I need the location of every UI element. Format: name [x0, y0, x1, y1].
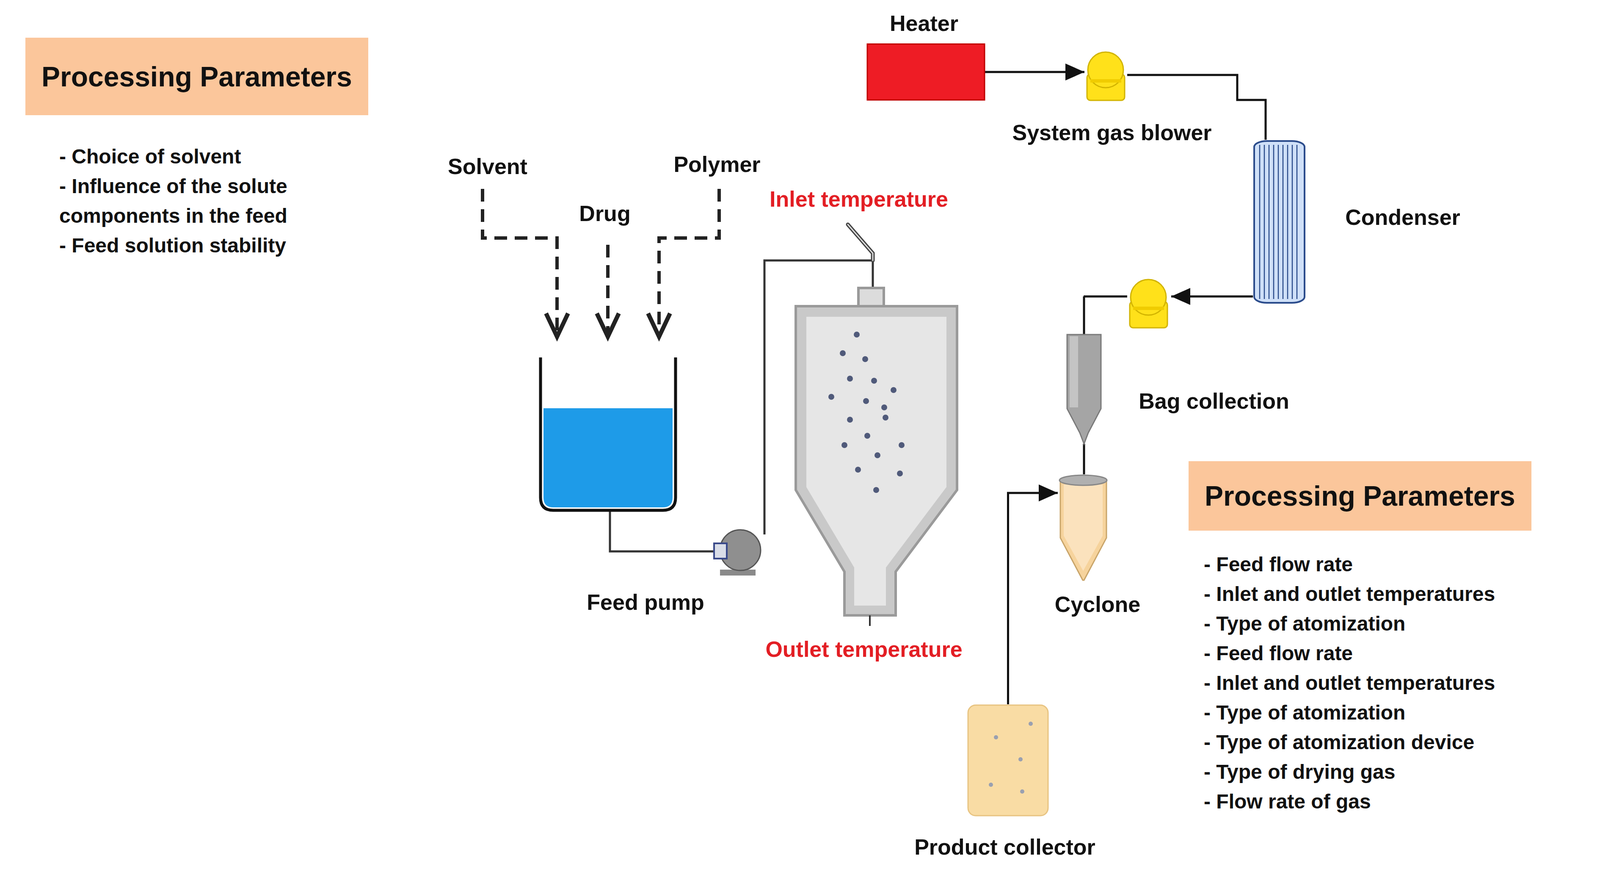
parameter-list: - Choice of solvent- Influence of the so… [59, 141, 390, 261]
feed-solution [543, 408, 673, 508]
parameter-item: - Feed flow rate [1203, 549, 1496, 580]
parameter-panel: Processing Parameters- Choice of solvent… [25, 37, 369, 116]
feed-beaker [540, 357, 676, 511]
cyclone-symbol [1057, 474, 1109, 582]
condenser-unit: Condenser [1252, 139, 1306, 304]
flow-connector [984, 71, 1085, 73]
drying-chamber [795, 287, 958, 626]
temperature-label: Outlet temperature [765, 635, 963, 663]
parameter-item: - Feed solution stability [59, 230, 390, 261]
component-label: Bag collection [1138, 387, 1289, 414]
cyclone-unit: Cyclone [1057, 474, 1109, 582]
parameter-item: - Inlet and outlet temperatures [1203, 667, 1496, 698]
parameter-item: - Feed flow rate [1203, 638, 1496, 668]
parameter-item: - Flow rate of gas [1203, 786, 1496, 817]
input-label: Solvent [447, 153, 528, 180]
component-label: Condenser [1345, 204, 1461, 231]
connector-line [984, 71, 1085, 74]
parameter-list: - Feed flow rate- Inlet and outlet tempe… [1203, 549, 1496, 817]
parameter-item: - Type of atomization [1203, 608, 1496, 639]
panel-heading: Processing Parameters [1204, 479, 1516, 512]
panel-heading: Processing Parameters [41, 60, 353, 93]
blower-symbol [1084, 47, 1128, 103]
blower-unit: System gas blower [1084, 47, 1128, 103]
parameter-item: - Choice of solvent [59, 141, 390, 172]
component-label: Feed pump [586, 588, 704, 616]
temperature-label: Inlet temperature [769, 185, 949, 213]
connector-line [1008, 492, 1059, 704]
bag-unit: Bag collection [1066, 334, 1102, 444]
parameter-item: - Type of atomization [1203, 697, 1496, 728]
feed-input-arrows [482, 188, 720, 337]
parameter-panel: Processing Parameters- Feed flow rate- I… [1188, 460, 1532, 531]
parameter-item: - Influence of the solute components in … [59, 171, 390, 231]
feed-pipe [609, 510, 720, 552]
flow-connector [1084, 443, 1085, 475]
connector-line [1171, 295, 1253, 298]
input-label: Drug [579, 200, 631, 227]
component-label: System gas blower [1012, 119, 1212, 146]
flow-connector [1008, 492, 1059, 704]
parameter-item: - Inlet and outlet temperatures [1203, 579, 1496, 609]
product-unit: Product collector [967, 703, 1049, 817]
spray-droplets [828, 331, 905, 493]
heater-symbol [867, 44, 985, 100]
flow-connector [1083, 296, 1253, 335]
bag-symbol [1066, 334, 1102, 444]
input-label: Polymer [673, 151, 761, 178]
product-symbol [967, 703, 1049, 817]
component-label: Cyclone [1054, 590, 1141, 618]
connector-line [1083, 443, 1086, 475]
parameter-item: - Type of atomization device [1203, 727, 1496, 757]
temperature-probe [847, 224, 873, 261]
temperature-probe [847, 224, 873, 261]
connector-line [1083, 296, 1128, 335]
pump-symbol [714, 525, 760, 577]
component-label: Product collector [914, 833, 1096, 860]
gas-blower [1129, 279, 1168, 328]
component-label: Heater [889, 10, 959, 37]
heater-unit: Heater [867, 44, 985, 100]
pump-unit: Feed pump [714, 525, 760, 577]
parameter-item: - Type of drying gas [1203, 756, 1496, 787]
condenser-symbol [1252, 139, 1306, 304]
